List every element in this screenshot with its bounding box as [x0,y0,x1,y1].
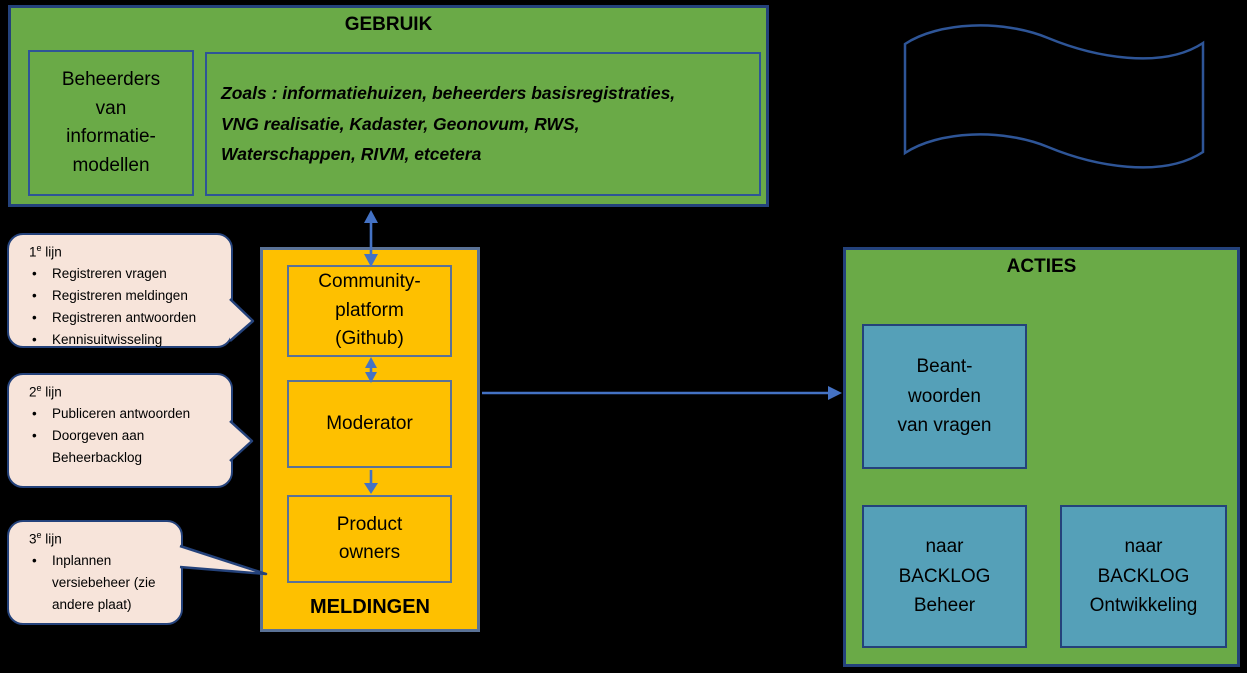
acties-container: ACTIES Beant- woorden van vragen naar BA… [843,247,1240,667]
callout-third-line: 3e lijn •Inplannen versiebeheer (zie and… [7,520,183,625]
bullet-icon: • [32,553,37,569]
bullet-icon: • [32,310,37,326]
bullet-icon: • [32,406,37,422]
wave-flag-shape [903,24,1205,169]
gebruik-title: GEBRUIK [344,14,433,35]
moderator-label: Moderator [326,412,413,434]
arrow-meldingen-acties [482,386,842,400]
callout-3-title: 3e lijn [29,530,62,547]
community-platform-box: Community- platform (Github) [287,265,452,357]
zoals-label: Zoals : informatiehuizen, beheerders bas… [221,83,676,165]
backlog-beheer-box: naar BACKLOG Beheer [862,505,1027,648]
meldingen-container: Community- platform (Github) Moderator P… [260,247,480,632]
bullet-icon: • [32,266,37,282]
list-item: •Registreren meldingen [27,285,223,307]
callout-2-title: 2e lijn [29,383,62,400]
backlog-beheer-label: naar BACKLOG Beheer [898,536,991,617]
beantwoorden-box: Beant- woorden van vragen [862,324,1027,469]
list-item: •Kennisuitwisseling [27,329,223,351]
bullet-icon: • [32,331,37,347]
gebruik-container: GEBRUIK Beheerders van informatie- model… [8,5,769,207]
product-owners-box: Product owners [287,495,452,583]
backlog-ontwikkeling-box: naar BACKLOG Ontwikkeling [1060,505,1227,648]
beheerders-label: Beheerders van informatie- modellen [61,69,161,176]
callout-2-tail [229,420,254,462]
bullet-icon: • [32,288,37,304]
product-owners-label: Product owners [336,513,403,564]
community-platform-label: Community- platform (Github) [318,271,421,350]
list-item: •Registreren vragen [27,263,223,285]
backlog-ontwikkeling-label: naar BACKLOG Ontwikkeling [1089,536,1198,617]
callout-1-tail [229,298,255,342]
callout-1-title: 1e lijn [29,243,62,260]
list-item: •Inplannen versiebeheer (zie andere plaa… [27,550,173,616]
bullet-icon: • [32,428,37,444]
callout-second-line: 2e lijn •Publiceren antwoorden •Doorgeve… [7,373,233,488]
zoals-box: Zoals : informatiehuizen, beheerders bas… [205,52,761,196]
list-item: •Publiceren antwoorden [27,403,223,425]
moderator-box: Moderator [287,380,452,468]
beheerders-box: Beheerders van informatie- modellen [28,50,194,196]
callout-3-tail [179,544,268,576]
callout-first-line: 1e lijn •Registreren vragen •Registreren… [7,233,233,348]
acties-title: ACTIES [1006,256,1077,277]
meldingen-title: MELDINGEN [310,596,430,618]
list-item: •Registreren antwoorden [27,307,223,329]
beantwoorden-label: Beant- woorden van vragen [897,356,992,437]
list-item: •Doorgeven aan Beheerbacklog [27,425,223,469]
